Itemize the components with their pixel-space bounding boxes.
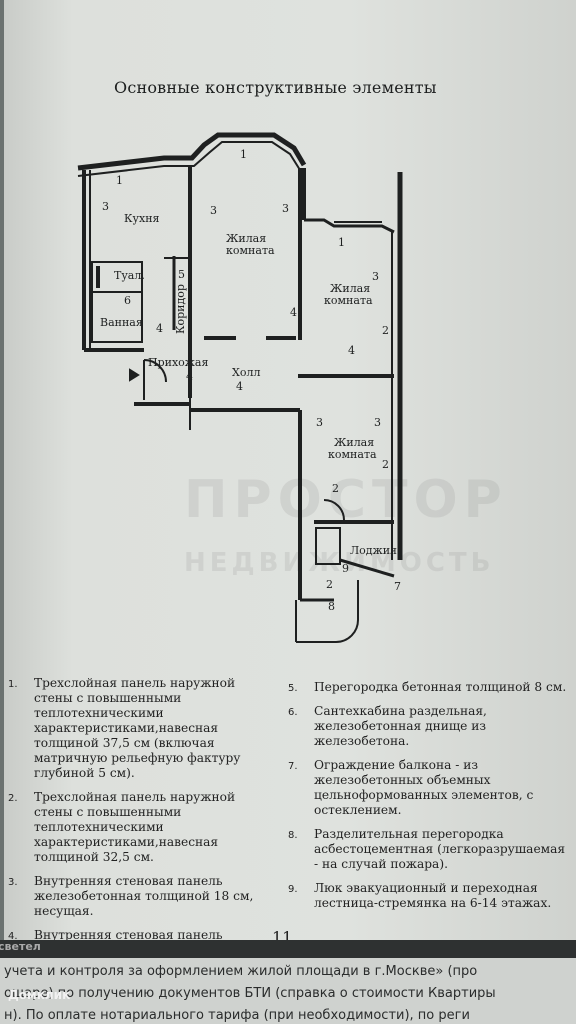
room-living3-line2: комната <box>328 448 377 461</box>
legend-item-6: 6.Сантехкабина раздельная, железобетонна… <box>288 704 487 748</box>
svg-text:3: 3 <box>282 202 289 215</box>
room-hall: Холл <box>232 366 260 379</box>
room-living2-line1: Жилая <box>330 282 370 295</box>
legend-item-1: 1.Трехслойная панель наружной стены с по… <box>8 676 241 780</box>
svg-text:1: 1 <box>338 236 345 249</box>
svg-text:4: 4 <box>186 370 193 383</box>
room-entry: Прихожая <box>148 356 208 369</box>
svg-text:4: 4 <box>156 322 163 335</box>
svg-text:4: 4 <box>348 344 355 357</box>
legend-left: 1.Трехслойная панель наружной стены с по… <box>8 676 264 982</box>
room-toilet: Туал. <box>114 269 145 282</box>
next-page-strip: светел учета и контроля за оформлением ж… <box>0 940 576 1024</box>
page-title: Основные конструктивные элементы <box>114 78 437 97</box>
callout-numbers: 1 1 1 3 3 3 3 3 3 2 2 2 2 4 4 4 4 4 5 6 … <box>102 148 401 613</box>
svg-text:8: 8 <box>328 600 335 613</box>
legend-item-5: 5.Перегородка бетонная толщиной 8 см. <box>288 680 567 694</box>
svg-text:3: 3 <box>316 416 323 429</box>
room-bath: Ванная <box>100 316 143 329</box>
room-living2-line2: комната <box>324 294 373 307</box>
room-corridor: Коридор <box>174 284 187 334</box>
svg-text:9: 9 <box>342 562 349 575</box>
svg-text:2: 2 <box>382 458 389 471</box>
room-living1-line2: комната <box>226 244 275 257</box>
wall-outer-top <box>77 132 307 171</box>
legend-right: 5.Перегородка бетонная толщиной 8 см. 6.… <box>288 680 572 920</box>
domclick-badge: Домклик <box>8 988 71 1002</box>
document-page: Основные конструктивные элементы ПРОСТОР… <box>4 0 576 972</box>
svg-text:2: 2 <box>332 482 339 495</box>
svg-text:1: 1 <box>116 174 123 187</box>
svg-text:6: 6 <box>124 294 131 307</box>
room-living3-line1: Жилая <box>334 436 374 449</box>
svg-text:2: 2 <box>382 324 389 337</box>
svg-text:4: 4 <box>290 306 297 319</box>
svg-text:1: 1 <box>240 148 247 161</box>
next-page-line-1: учета и контроля за оформлением жилой пл… <box>4 964 478 979</box>
svg-text:3: 3 <box>210 204 217 217</box>
room-loggia: Лоджия <box>350 544 397 557</box>
dark-band <box>0 940 576 958</box>
next-page-line-3: н). По оплате нотариального тарифа (при … <box>4 1008 470 1023</box>
legend-item-8: 8.Разделительная перегородка асбестоцеме… <box>288 827 566 871</box>
legend-item-7: 7.Ограждение балкона - из железобетонных… <box>288 758 534 817</box>
svg-text:7: 7 <box>394 580 401 593</box>
svg-text:4: 4 <box>236 380 243 393</box>
floor-plan: 1 1 1 3 3 3 3 3 3 2 2 2 2 4 4 4 4 4 5 6 … <box>77 132 403 643</box>
svg-text:3: 3 <box>374 416 381 429</box>
svg-text:3: 3 <box>102 200 109 213</box>
legend-item-3: 3.Внутренняя стеновая панель железобетон… <box>8 874 254 918</box>
svg-text:2: 2 <box>326 578 333 591</box>
room-living1-line1: Жилая <box>226 232 266 245</box>
svg-text:5: 5 <box>178 268 185 281</box>
svg-text:3: 3 <box>372 270 379 283</box>
cut-text: светел <box>0 940 41 953</box>
next-page-line-2: ощаре) по получению документов БТИ (спра… <box>4 986 496 1001</box>
legend-item-2: 2.Трехслойная панель наружной стены с по… <box>8 790 236 864</box>
legend-item-9: 9.Люк эвакуационный и переходная лестниц… <box>288 881 552 910</box>
room-kitchen: Кухня <box>124 212 160 225</box>
